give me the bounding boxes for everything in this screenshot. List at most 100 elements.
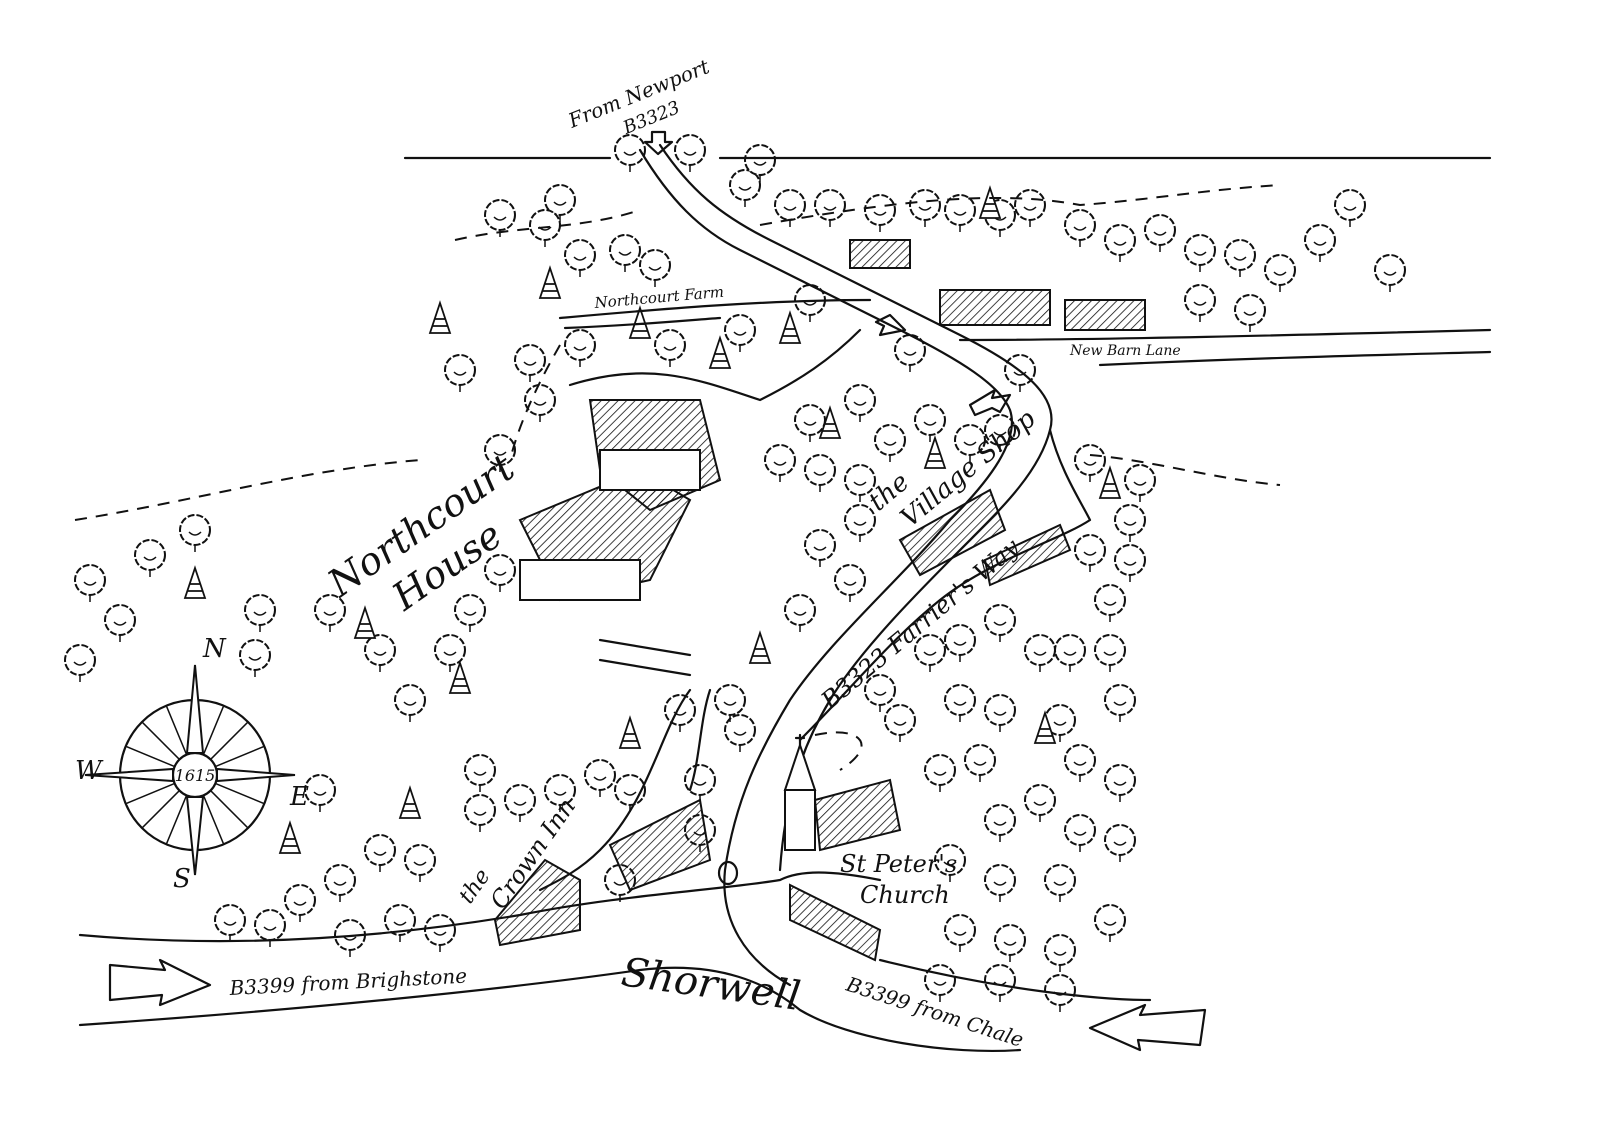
tree-icon bbox=[654, 329, 686, 367]
tree-icon bbox=[1304, 224, 1336, 262]
tree-icon bbox=[1114, 504, 1146, 542]
compass-north: N bbox=[202, 634, 227, 664]
tree-icon bbox=[1094, 904, 1126, 942]
compass-east: E bbox=[289, 782, 309, 812]
tree-icon bbox=[944, 624, 976, 662]
road-new-barn-lane bbox=[958, 328, 1492, 367]
tree-icon bbox=[834, 564, 866, 602]
compass-spoke bbox=[141, 721, 180, 760]
compass-spoke bbox=[165, 795, 188, 845]
tree-icon bbox=[844, 384, 876, 422]
tree-icon bbox=[1104, 224, 1136, 262]
arrow-road-direction-icon bbox=[968, 388, 1012, 417]
tree-icon bbox=[1054, 634, 1086, 672]
tree-icon bbox=[74, 564, 106, 602]
fir-tree-icon bbox=[978, 185, 1002, 219]
tree-icon bbox=[794, 404, 826, 442]
road-northcourt-farm bbox=[558, 298, 872, 330]
tree-icon bbox=[334, 919, 366, 957]
tree-icon bbox=[664, 694, 696, 732]
northcourt-farm-buildings bbox=[849, 239, 1146, 331]
fir-tree-icon bbox=[778, 310, 802, 344]
fir-tree-icon bbox=[1033, 710, 1057, 744]
compass-spoke bbox=[202, 795, 225, 845]
tree-icon bbox=[1124, 464, 1156, 502]
tree-icon bbox=[384, 904, 416, 942]
tree-icon bbox=[714, 684, 746, 722]
tree-icon bbox=[944, 194, 976, 232]
drive-northcourt bbox=[568, 328, 862, 677]
tree-icon bbox=[214, 904, 246, 942]
tree-icon bbox=[1014, 189, 1046, 227]
compass-spoke bbox=[210, 721, 249, 760]
tree-icon bbox=[1024, 634, 1056, 672]
tree-icon bbox=[544, 184, 576, 222]
tree-icon bbox=[909, 189, 941, 227]
arrow-from-chale-icon bbox=[1088, 1003, 1207, 1052]
tree-icon bbox=[1144, 214, 1176, 252]
tree-icon bbox=[1064, 744, 1096, 782]
tree-icon bbox=[744, 144, 776, 182]
tree-icon bbox=[984, 414, 1016, 452]
tree-icon bbox=[1024, 784, 1056, 822]
tree-icon bbox=[1104, 824, 1136, 862]
compass-spoke bbox=[125, 782, 175, 805]
road-b3399-south bbox=[78, 966, 1022, 1053]
tree-icon bbox=[804, 529, 836, 567]
tree-icon bbox=[454, 594, 486, 632]
compass-rose: 1615 N S W E bbox=[75, 634, 309, 894]
tree-icon bbox=[1044, 974, 1076, 1012]
compass-year: 1615 bbox=[175, 766, 216, 785]
tree-icon bbox=[784, 594, 816, 632]
label-village-name: Shorwell bbox=[619, 949, 804, 1020]
tree-icon bbox=[1004, 354, 1036, 392]
fir-tree-icon bbox=[448, 660, 472, 694]
tree-icon bbox=[1184, 234, 1216, 272]
cottage-row-south bbox=[789, 883, 882, 962]
fir-tree-icon bbox=[353, 605, 377, 639]
compass-spoke bbox=[125, 745, 175, 768]
tree-icon bbox=[1044, 864, 1076, 902]
compass-spoke bbox=[141, 790, 180, 829]
fir-tree-icon bbox=[618, 715, 642, 749]
tree-icon bbox=[1094, 634, 1126, 672]
footpath-northeast bbox=[759, 184, 1281, 226]
tree-icon bbox=[304, 774, 336, 812]
tree-icon bbox=[614, 134, 646, 172]
tree-icon bbox=[1264, 254, 1296, 292]
tree-icon bbox=[1184, 284, 1216, 322]
label-st-peters-2: Church bbox=[860, 881, 950, 909]
tree-icon bbox=[804, 454, 836, 492]
road-chale bbox=[878, 958, 1152, 1002]
label-group-northcourt-house: Northcourt House bbox=[319, 445, 523, 619]
tree-icon bbox=[864, 194, 896, 232]
tree-icon bbox=[984, 694, 1016, 732]
fir-tree-icon bbox=[1098, 465, 1122, 499]
tree-icon bbox=[1064, 209, 1096, 247]
footpath-west bbox=[74, 459, 421, 521]
tree-icon bbox=[814, 189, 846, 227]
tree-icon bbox=[364, 834, 396, 872]
fir-tree-icon bbox=[538, 265, 562, 299]
tree-icon bbox=[1104, 764, 1136, 802]
tree-icon bbox=[914, 634, 946, 672]
tree-icon bbox=[984, 864, 1016, 902]
compass-spoke bbox=[215, 782, 265, 805]
compass-spoke bbox=[210, 790, 249, 829]
tree-icon bbox=[404, 844, 436, 882]
tree-icon bbox=[984, 804, 1016, 842]
tree-icon bbox=[284, 884, 316, 922]
label-st-peters-1: St Peter's bbox=[840, 850, 957, 878]
fir-tree-icon bbox=[428, 300, 452, 334]
tree-icon bbox=[324, 864, 356, 902]
fir-tree-icon bbox=[183, 565, 207, 599]
tree-icon bbox=[564, 239, 596, 277]
tree-icon bbox=[584, 759, 616, 797]
tree-layer bbox=[64, 134, 1406, 1012]
tree-icon bbox=[934, 844, 966, 882]
cottages-farriers-way bbox=[983, 523, 1072, 587]
tree-icon bbox=[564, 329, 596, 367]
tree-icon bbox=[1044, 934, 1076, 972]
tree-icon bbox=[179, 514, 211, 552]
tree-icon bbox=[484, 434, 516, 472]
